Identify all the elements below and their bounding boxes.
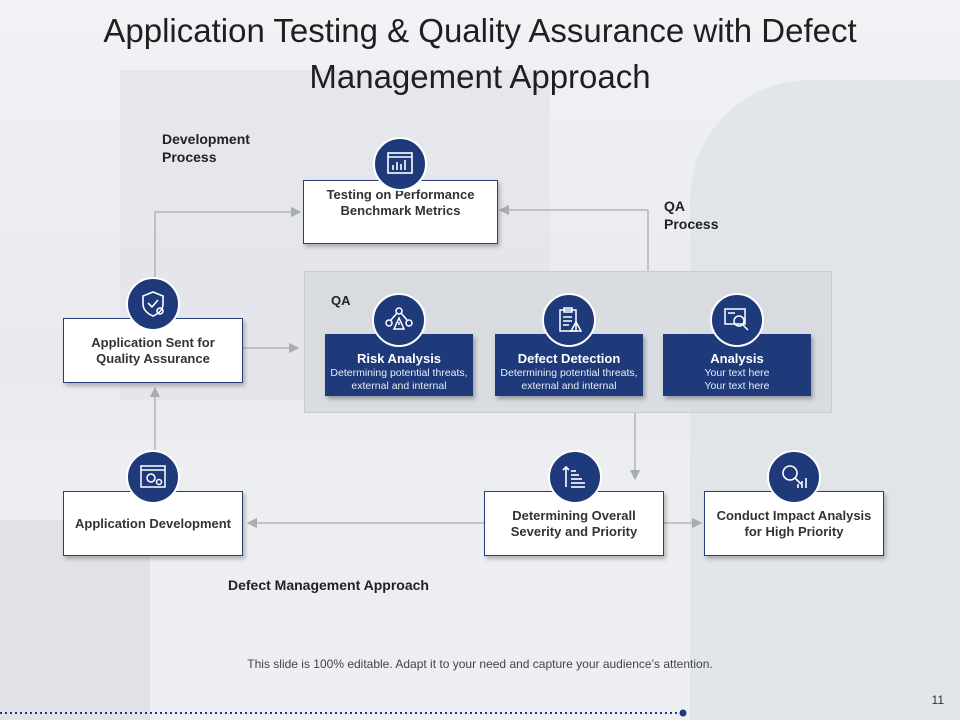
card-desc-line: Your text here	[704, 380, 770, 392]
monitor-search-icon	[710, 293, 764, 347]
shield-gear-icon	[126, 277, 180, 331]
card-desc-line: Your text here	[704, 367, 770, 379]
card-desc-line: external and internal	[351, 380, 447, 392]
clipboard-checklist-icon	[542, 293, 596, 347]
card-risk-analysis: Risk Analysis Determining potential thre…	[325, 334, 473, 396]
qa-panel-label: QA	[331, 293, 351, 308]
label-development-process: Development Process	[162, 131, 250, 165]
label-defect-management: Defect Management Approach	[228, 577, 429, 593]
box-determining-severity: Determining Overall Severity and Priorit…	[484, 491, 664, 556]
card-desc-line: external and internal	[521, 380, 617, 392]
magnifier-chart-icon	[767, 450, 821, 504]
card-title: Analysis	[710, 351, 764, 366]
gear-window-icon	[126, 450, 180, 504]
network-warning-icon	[372, 293, 426, 347]
card-desc-line: Determining potential threats,	[500, 367, 638, 379]
card-title: Defect Detection	[517, 351, 621, 366]
label-qa-process: QA Process	[664, 198, 719, 232]
card-desc-line: Determining potential threats,	[330, 367, 468, 379]
sort-list-icon	[548, 450, 602, 504]
page-number: 11	[931, 693, 944, 707]
arrow-dev-to-testing	[154, 206, 302, 278]
box-conduct-impact: Conduct Impact Analysis for High Priorit…	[704, 491, 884, 556]
bar-chart-monitor-icon	[373, 137, 427, 191]
arrow-qa-to-testing	[498, 204, 649, 271]
slide-title: Application Testing & Quality Assurance …	[103, 12, 857, 95]
footer-dotted-line	[0, 709, 687, 717]
footer-note: This slide is 100% editable. Adapt it to…	[247, 657, 713, 671]
card-title: Risk Analysis	[356, 351, 442, 366]
